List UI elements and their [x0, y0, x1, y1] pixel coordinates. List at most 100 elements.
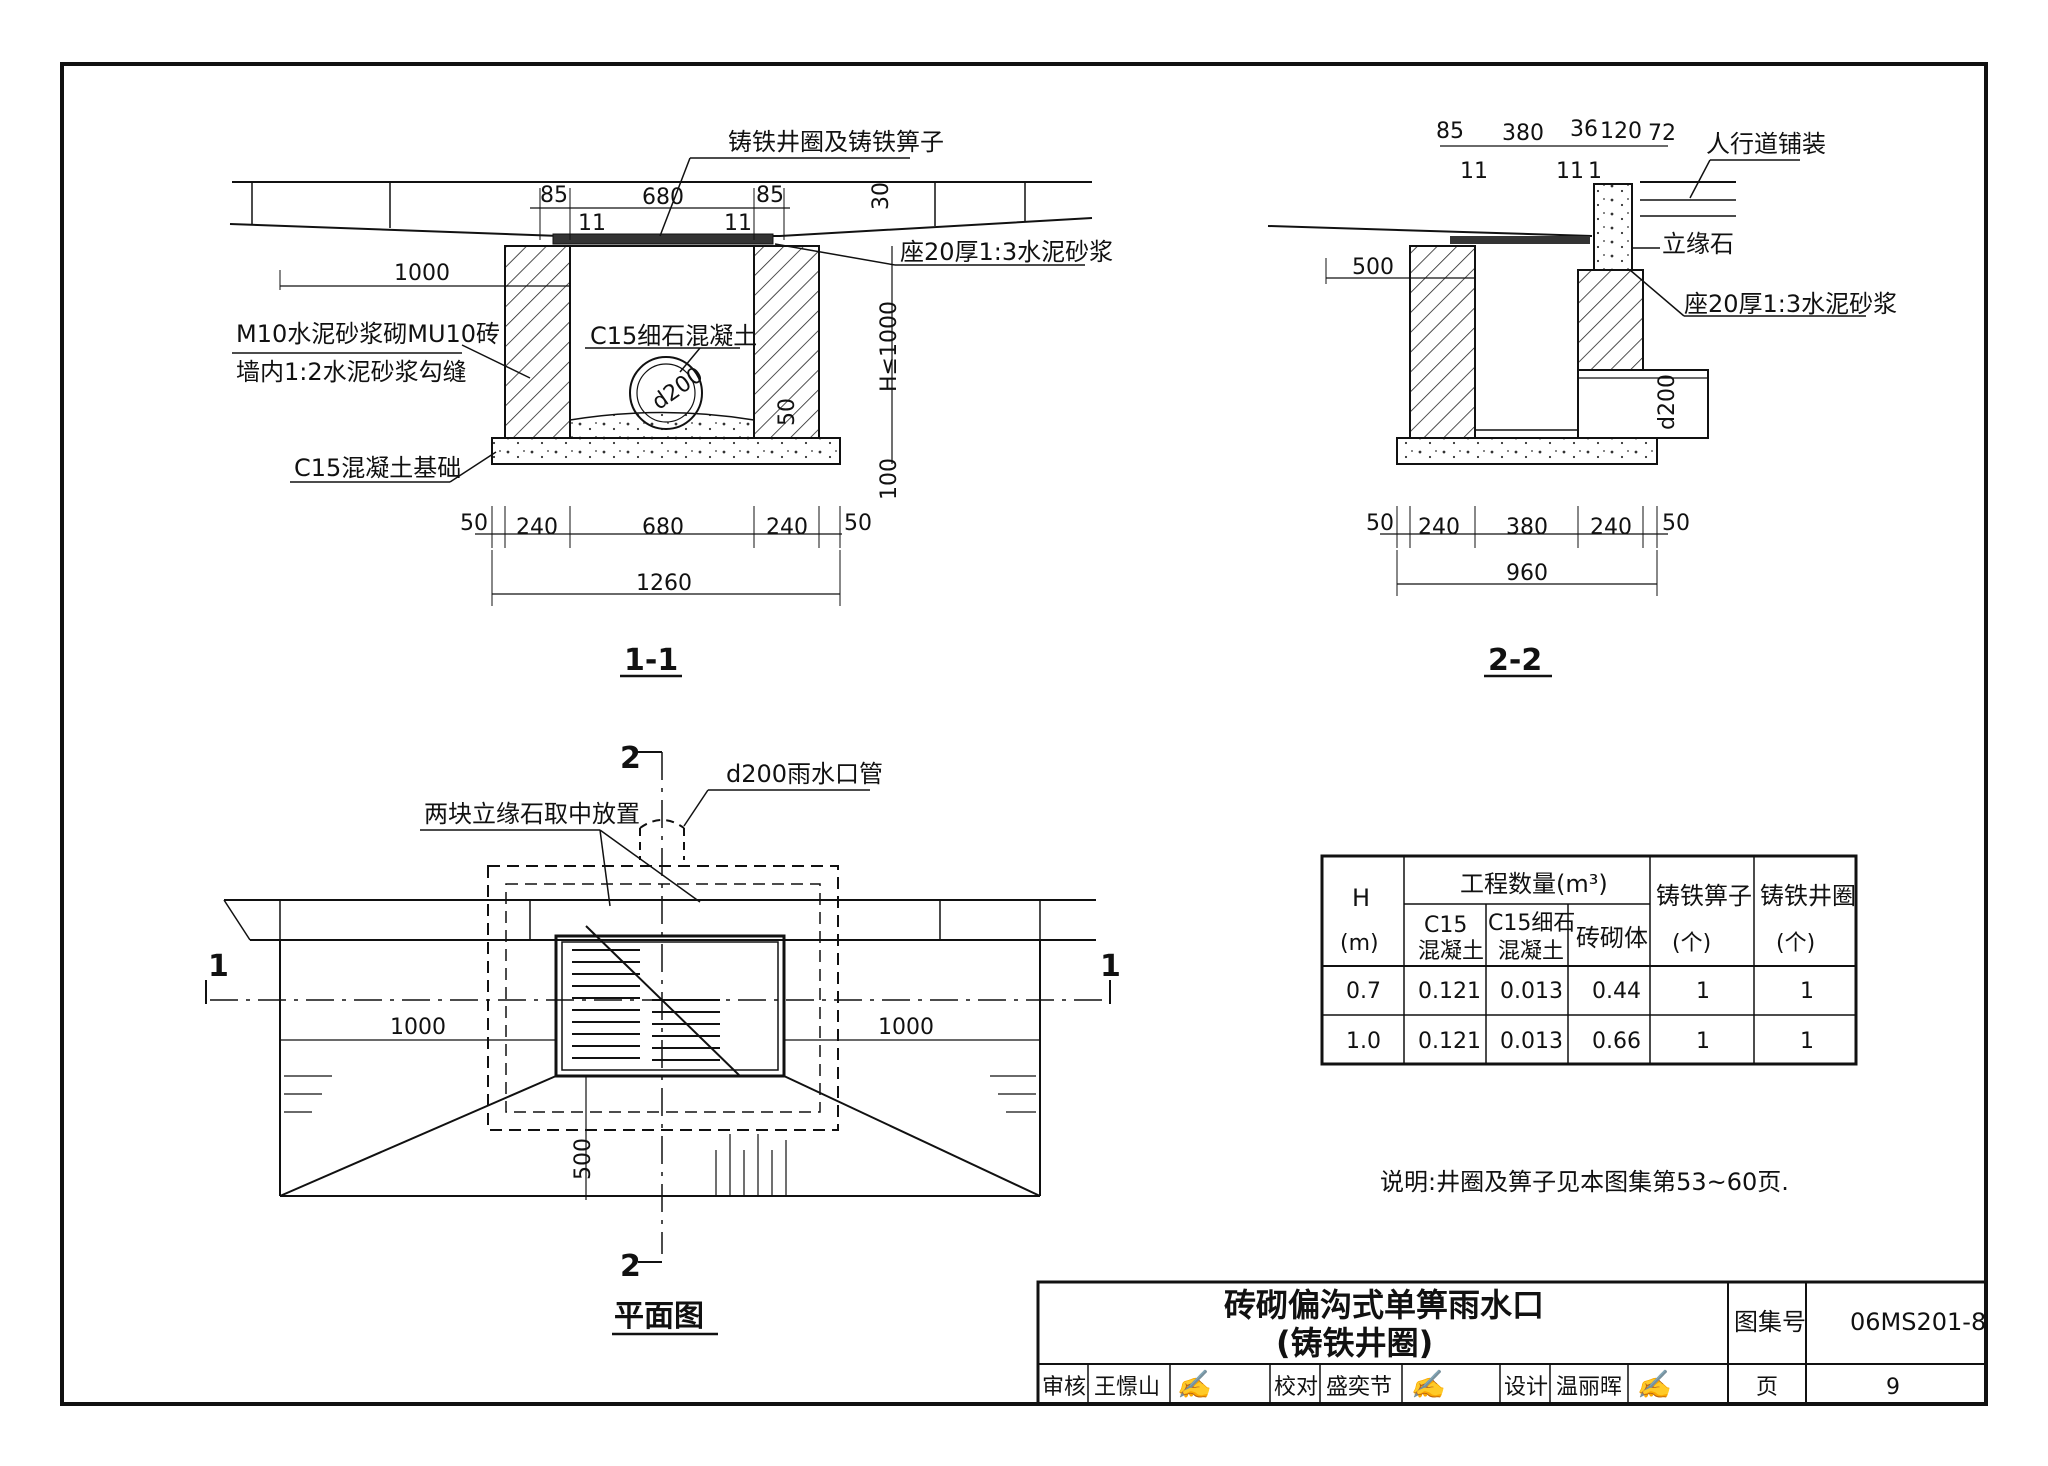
dim-b50a: 50 [460, 511, 488, 536]
label-pipe-plan: d200雨水口管 [726, 760, 883, 788]
label-wall-2: 墙内1:2水泥砂浆勾缝 [236, 358, 467, 386]
designer-signature: ✍ [1636, 1368, 1676, 1401]
label-wall-1: M10水泥砂浆砌MU10砖 [236, 320, 500, 348]
th-h: H [1352, 884, 1370, 912]
page-number: 9 [1886, 1375, 1900, 1400]
section-2-2-title: 2-2 [1488, 643, 1542, 678]
th-qty: 工程数量(m³) [1460, 870, 1608, 898]
design-label: 设计 [1504, 1375, 1548, 1400]
label-two-curbs: 两块立缘石取中放置 [424, 800, 640, 828]
cut-2-top: 2 [620, 741, 641, 776]
label-mortar-1: 座20厚1:3水泥砂浆 [900, 238, 1113, 266]
quantity-table: H (m) 工程数量(m³) C15 混凝土 C15细石 混凝土 砖砌体 铸铁箅… [1320, 854, 1858, 1066]
dim-b240b: 240 [766, 515, 808, 540]
dim-h: H≤1000 [877, 301, 902, 392]
title-block: 砖砌偏沟式单箅雨水口 (铸铁井圈) 图集号 06MS201-8 审核 王憬山 ✍… [1036, 1280, 1988, 1406]
dim-top-85b: 85 [756, 183, 784, 208]
dim-2-b240a: 240 [1418, 515, 1460, 540]
drawing-subtitle: (铸铁井圈) [1276, 1324, 1433, 1362]
td-ring-1: 1 [1800, 979, 1814, 1004]
dim-t120: 120 [1600, 119, 1642, 144]
pipe-label-2: d200 [1655, 374, 1680, 430]
dim-t11b: 11 [1556, 159, 1584, 184]
atlas-number: 06MS201-8 [1850, 1308, 1986, 1336]
section-1-1-title: 1-1 [624, 643, 678, 678]
dim-500: 500 [1352, 255, 1394, 280]
dim-2-b50a: 50 [1366, 511, 1394, 536]
label-fine-concrete: C15细石混凝土 [590, 322, 757, 350]
reviewer-signature: ✍ [1176, 1368, 1216, 1401]
label-base: C15混凝土基础 [294, 454, 461, 482]
dim-t85: 85 [1436, 119, 1464, 144]
cut-2-bottom: 2 [620, 1249, 641, 1284]
drawing-title: 砖砌偏沟式单箅雨水口 [1224, 1286, 1544, 1324]
th-c15-2: 混凝土 [1418, 939, 1484, 964]
th-c15f-1: C15细石 [1488, 911, 1575, 936]
label-paving: 人行道铺装 [1706, 130, 1826, 158]
td-h-1: 0.7 [1346, 979, 1381, 1004]
dim-t380: 380 [1502, 121, 1544, 146]
td-c15f-2: 0.013 [1500, 1029, 1563, 1054]
dim-b50b: 50 [844, 511, 872, 536]
dim-30: 30 [869, 182, 894, 210]
dim-top-11a: 11 [578, 211, 606, 236]
checker-signature: ✍ [1410, 1368, 1450, 1401]
dim-plan-1000a: 1000 [390, 1015, 446, 1040]
dim-100: 100 [877, 458, 902, 500]
td-c15-1: 0.121 [1418, 979, 1481, 1004]
dim-plan-1000b: 1000 [878, 1015, 934, 1040]
td-brick-2: 0.66 [1592, 1029, 1641, 1054]
section-2-2: d200 85 380 36 120 72 11 11 1 500 人行道铺装 … [1267, 117, 1897, 678]
dim-960: 960 [1506, 561, 1548, 586]
atlas-label: 图集号 [1734, 1308, 1806, 1336]
td-ring-2: 1 [1800, 1029, 1814, 1054]
dim-2-b380: 380 [1506, 515, 1548, 540]
dim-b240a: 240 [516, 515, 558, 540]
dim-2-b240b: 240 [1590, 515, 1632, 540]
td-c15-2: 0.121 [1418, 1029, 1481, 1054]
designer-name: 温丽晖 [1556, 1375, 1622, 1400]
th-c15-1: C15 [1424, 913, 1467, 938]
plan-view: 1 1 2 2 两块立缘石取中放置 d200雨水口管 1000 1000 500 [205, 741, 1121, 1336]
note: 说明:井圈及箅子见本图集第53~60页. [1380, 1168, 1789, 1196]
dim-top-680: 680 [642, 185, 684, 210]
dim-t36: 36 [1570, 117, 1598, 142]
td-brick-1: 0.44 [1592, 979, 1641, 1004]
th-brick: 砖砌体 [1576, 924, 1648, 952]
td-grate-2: 1 [1696, 1029, 1710, 1054]
cut-1-right: 1 [1100, 949, 1121, 984]
check-label: 校对 [1274, 1375, 1318, 1400]
label-cover: 铸铁井圈及铸铁箅子 [728, 128, 944, 156]
section-1-1: d200 铸铁井圈及铸铁箅子 座20厚1:3水泥砂浆 M10水泥砂浆砌MU10砖… [229, 128, 1113, 678]
th-ring: 铸铁井圈 [1760, 882, 1856, 910]
th-unit: (m) [1340, 931, 1379, 956]
label-curb: 立缘石 [1662, 230, 1734, 258]
dim-plan-500: 500 [571, 1138, 596, 1180]
dim-1260: 1260 [636, 571, 692, 596]
dim-b680: 680 [642, 515, 684, 540]
review-label: 审核 [1042, 1375, 1086, 1400]
dim-top-85a: 85 [540, 183, 568, 208]
plan-title: 平面图 [614, 1299, 704, 1334]
page-label: 页 [1756, 1375, 1778, 1400]
dim-t72: 72 [1648, 121, 1676, 146]
dim-2-b50b: 50 [1662, 511, 1690, 536]
label-mortar-2: 座20厚1:3水泥砂浆 [1684, 290, 1897, 318]
dim-50-bench: 50 [775, 398, 800, 426]
th-c15f-2: 混凝土 [1498, 939, 1564, 964]
dim-top-11b: 11 [724, 211, 752, 236]
td-grate-1: 1 [1696, 979, 1710, 1004]
th-ring-unit: (个) [1776, 931, 1815, 956]
dim-1000-left: 1000 [394, 261, 450, 286]
td-h-2: 1.0 [1346, 1029, 1381, 1054]
sheet-border [60, 62, 1988, 1406]
dim-t1: 1 [1588, 159, 1602, 184]
cut-1-left: 1 [208, 949, 229, 984]
td-c15f-1: 0.013 [1500, 979, 1563, 1004]
dim-t11a: 11 [1460, 159, 1488, 184]
th-grate: 铸铁箅子 [1656, 882, 1752, 910]
th-grate-unit: (个) [1672, 931, 1711, 956]
checker-name: 盛奕节 [1326, 1375, 1392, 1400]
reviewer-name: 王憬山 [1094, 1375, 1160, 1400]
